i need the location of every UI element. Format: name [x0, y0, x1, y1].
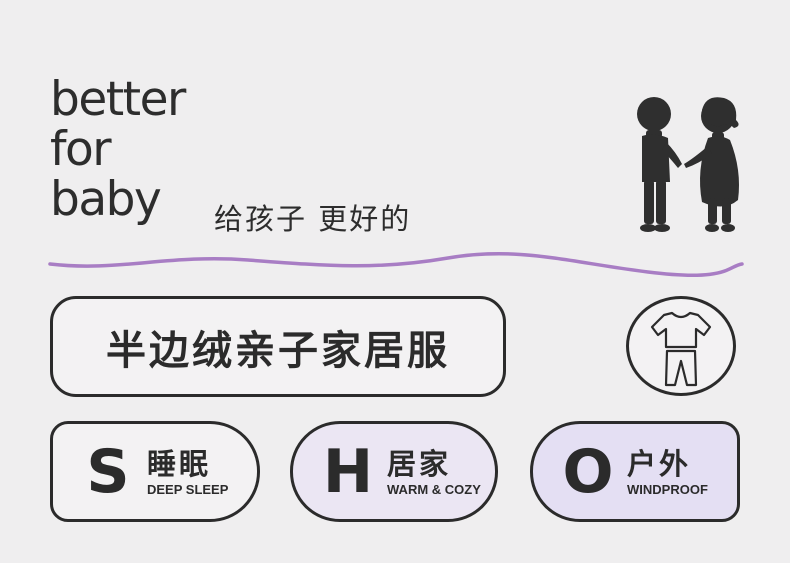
pajamas-icon: [650, 311, 712, 387]
feature-warm-cozy: H 居家 WARM & COZY: [290, 421, 498, 522]
feature-deep-sleep: S 睡眠 DEEP SLEEP: [50, 421, 260, 522]
product-title: 半边绒亲子家居服: [106, 327, 450, 374]
brand-line-for: for: [50, 122, 112, 177]
decorative-wave-line: [48, 251, 744, 277]
feature-windproof: O 户外 WINDPROOF: [530, 421, 740, 522]
brand-logo: better for baby: [50, 72, 186, 227]
feature-letter: O: [562, 436, 614, 507]
pajama-badge: [626, 296, 736, 396]
feature-title-cn: 居家: [387, 446, 452, 481]
feature-title-cn: 户外: [627, 446, 692, 481]
kids-holding-hands-icon: [637, 97, 739, 232]
feature-title-cn: 睡眠: [147, 446, 212, 481]
feature-letter: H: [322, 436, 374, 507]
feature-title-en: DEEP SLEEP: [147, 481, 229, 497]
brand-line-baby: baby: [50, 172, 162, 227]
product-title-pill: 半边绒亲子家居服: [50, 296, 506, 397]
feature-title-en: WARM & COZY: [387, 481, 481, 497]
tagline: 给孩子 更好的: [214, 202, 412, 236]
brand-line-better: better: [50, 72, 186, 127]
feature-title-en: WINDPROOF: [627, 481, 708, 497]
feature-letter: S: [86, 436, 130, 507]
